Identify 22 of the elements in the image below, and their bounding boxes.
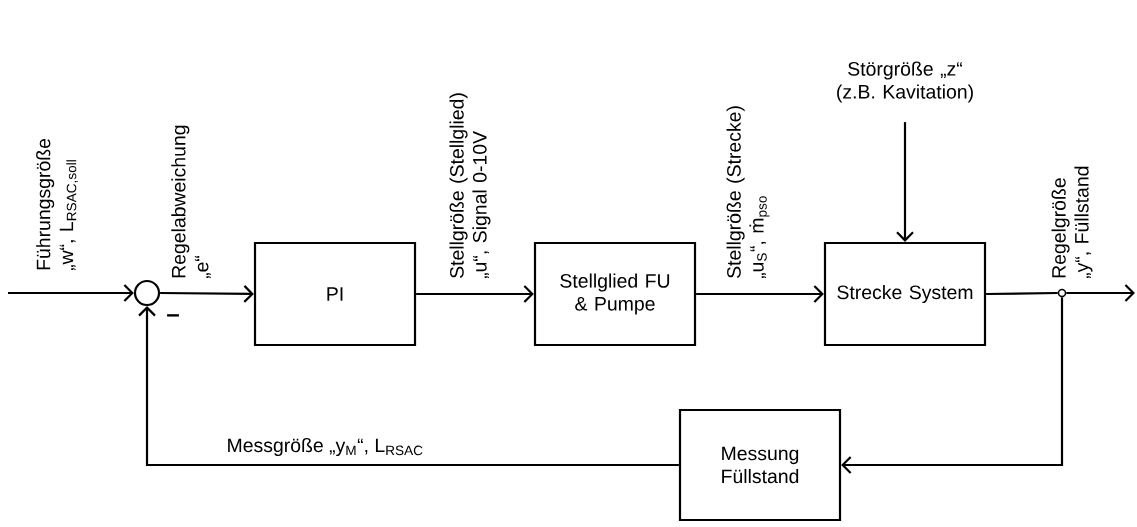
arrow	[1066, 284, 1135, 302]
edge-label: Führungsgröße „w“, L$_{RSAC,soll}$	[36, 138, 78, 271]
block-box: PI	[253, 241, 417, 347]
arrow	[8, 284, 134, 302]
block-box: Strecke System	[823, 241, 987, 347]
edge-label: Messgröße „y$_{M}$“, L$_{RSAC}$	[228, 437, 423, 457]
arrow	[416, 285, 534, 303]
summing-junction	[133, 279, 161, 307]
block-box: Stellglied FU & Pumpe	[533, 241, 697, 347]
connector-line	[986, 291, 1058, 296]
edge-label: Stellgröße (Stellglied) „u“, Signal 0-10V	[449, 93, 491, 279]
arrow	[841, 297, 1064, 474]
arrow	[696, 285, 824, 303]
block-box: Messung Füllstand	[678, 408, 842, 522]
branch-point	[1057, 288, 1067, 298]
minus-sign: –	[167, 314, 179, 317]
edge-label: Regelabweichung „e“	[171, 125, 211, 279]
arrow	[160, 285, 254, 303]
disturbance-text: Störgröße „z“ (z.B. Kavitation)	[837, 61, 973, 103]
arrow	[138, 306, 679, 467]
edge-label: Regelgröße „y“, Füllstand	[1051, 166, 1093, 279]
arrow	[896, 122, 914, 242]
